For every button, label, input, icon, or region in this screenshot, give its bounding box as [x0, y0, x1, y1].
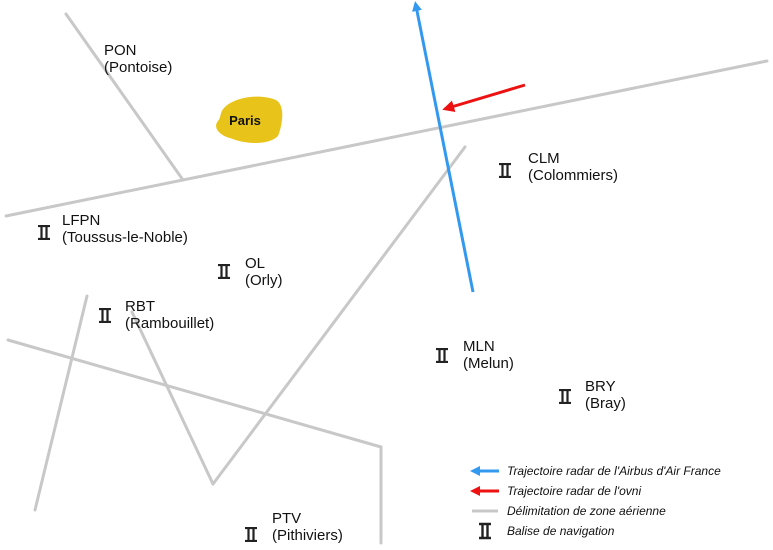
boundary-line	[130, 310, 215, 486]
navigation-beacon-icon	[38, 225, 50, 240]
navigation-beacon-icon	[559, 389, 571, 404]
beacon-label-rbt: RBT(Rambouillet)	[125, 298, 215, 332]
boundary-line	[6, 338, 383, 449]
beacon-label-ol: OL(Orly)	[245, 255, 283, 289]
legend-item-boundary: Délimitation de zone aérienne	[470, 502, 770, 520]
beacon-label-lfpn: LFPN(Toussus-le-Noble)	[62, 212, 188, 246]
boundary-line	[33, 294, 89, 512]
red-arrow-icon	[470, 486, 499, 496]
legend-label-ufo: Trajectoire radar de l'ovni	[507, 484, 642, 498]
navigation-beacon-icon	[218, 264, 230, 279]
boundary-line	[64, 12, 185, 182]
airspace-boundaries	[4, 12, 769, 545]
boundary-line	[211, 145, 467, 486]
navigation-beacon-icon	[245, 527, 257, 542]
blue-arrow-icon	[470, 466, 499, 476]
legend-label-airbus: Trajectoire radar de l'Airbus d'Air Fran…	[507, 464, 721, 478]
beacon-label-ptv: PTV(Pithiviers)	[272, 510, 343, 544]
ufo-track	[442, 83, 526, 113]
grey-line-icon	[472, 509, 498, 513]
legend-item-airbus: Trajectoire radar de l'Airbus d'Air Fran…	[470, 462, 770, 480]
paris-area	[216, 96, 283, 143]
navigation-beacon-icon	[436, 348, 448, 363]
beacon-label-clm: CLM(Colommiers)	[528, 150, 618, 184]
airbus-track	[412, 1, 475, 293]
navigation-beacon-icon	[499, 163, 511, 178]
boundary-line	[4, 59, 769, 218]
legend-label-boundary: Délimitation de zone aérienne	[507, 504, 666, 518]
beacon-label-bry: BRY(Bray)	[585, 378, 626, 412]
legend-label-beacon: Balise de navigation	[507, 524, 615, 538]
legend-item-ufo: Trajectoire radar de l'ovni	[470, 482, 770, 500]
legend-item-beacon: Balise de navigation	[470, 522, 770, 540]
beacon-label-mln: MLN(Melun)	[463, 338, 514, 372]
navigation-beacon-icon	[479, 522, 491, 540]
beacon-label-pon: PON(Pontoise)	[104, 42, 173, 76]
paris-label: Paris	[229, 113, 261, 128]
navigation-beacon-icon	[99, 308, 111, 323]
